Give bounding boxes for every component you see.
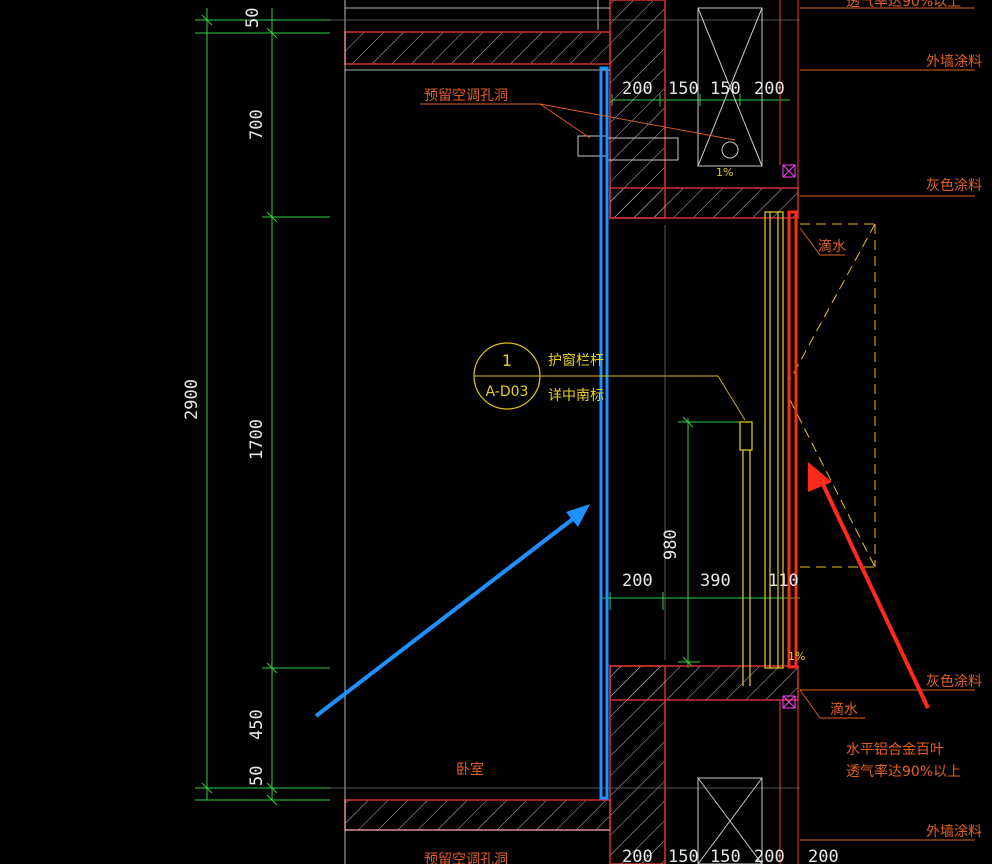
dim-sill-3: 110 bbox=[768, 571, 799, 591]
louver-dashed-outline bbox=[789, 223, 876, 568]
louver-label-line2: 透气率达90%以上 bbox=[846, 763, 961, 780]
dim-top-50: 50 bbox=[243, 8, 263, 28]
detail-sheet-ref: A-D03 bbox=[486, 384, 529, 400]
ac-hole-label-bottom: 预留空调孔洞 bbox=[424, 852, 508, 864]
dim-bottom-row-4: 200 bbox=[754, 847, 785, 864]
dim-sill-1: 200 bbox=[622, 571, 653, 591]
ac-hole-label-top: 预留空调孔洞 bbox=[424, 88, 508, 104]
wall-reference-lines bbox=[344, 0, 610, 864]
room-label-bedroom: 卧室 bbox=[456, 761, 484, 778]
magenta-markers bbox=[782, 164, 796, 709]
leader-lines bbox=[420, 7, 975, 841]
red-arrow bbox=[808, 462, 930, 709]
detail-number: 1 bbox=[502, 351, 512, 370]
dim-2900: 2900 bbox=[182, 379, 202, 420]
louver-label-line1: 水平铝合金百叶 bbox=[846, 742, 944, 758]
dim-bottom-row-2: 150 bbox=[668, 847, 699, 864]
dim-bottom-row-1: 200 bbox=[622, 847, 653, 864]
drip-label-bottom: 滴水 bbox=[830, 701, 858, 718]
gray-paint-label-bottom: 灰色涂料 bbox=[926, 673, 982, 690]
window-frame bbox=[739, 211, 784, 686]
dim-450: 450 bbox=[247, 709, 267, 740]
lower-slab bbox=[344, 665, 799, 864]
dim-980: 980 bbox=[661, 529, 681, 560]
ac-unit-top bbox=[697, 7, 763, 167]
dim-top-row-1: 200 bbox=[622, 79, 653, 99]
railing-label-line1: 护窗栏杆 bbox=[548, 352, 604, 369]
detail-callout: 1 A-D03 bbox=[473, 342, 541, 410]
gray-paint-label-top: 灰色涂料 bbox=[926, 177, 982, 194]
dim-bottom-50: 50 bbox=[247, 766, 267, 786]
blue-arrow bbox=[314, 504, 590, 718]
detail-leader bbox=[540, 375, 746, 421]
exterior-paint-label-top: 外墙涂料 bbox=[926, 54, 982, 70]
dim-sill-2: 390 bbox=[700, 571, 731, 591]
dim-1700: 1700 bbox=[247, 419, 267, 460]
dim-top-row-2: 150 bbox=[668, 79, 699, 99]
dim-bottom-row-5: 200 bbox=[808, 847, 839, 864]
louver-label-top-partial: 透气率达90%以上 bbox=[846, 0, 961, 10]
slope-label-bottom: 1% bbox=[788, 650, 805, 663]
ac-unit-bottom bbox=[697, 777, 763, 864]
dim-700: 700 bbox=[247, 109, 267, 140]
dim-top-row-3: 150 bbox=[710, 79, 741, 99]
vertical-dimension-chain bbox=[195, 8, 800, 806]
dim-top-row-4: 200 bbox=[754, 79, 785, 99]
dim-bottom-row-3: 150 bbox=[710, 847, 741, 864]
louver-highlight bbox=[787, 210, 798, 669]
slope-label-top: 1% bbox=[716, 166, 733, 179]
drip-label-top: 滴水 bbox=[818, 238, 846, 255]
exterior-paint-label-bottom: 外墙涂料 bbox=[926, 824, 982, 840]
glazing-highlight bbox=[599, 66, 609, 800]
grey-guide-lines bbox=[330, 19, 800, 789]
upper-slab bbox=[344, 0, 799, 219]
exterior-wall-lines bbox=[664, 0, 799, 864]
railing-label-line2: 详中南标 bbox=[548, 388, 604, 404]
